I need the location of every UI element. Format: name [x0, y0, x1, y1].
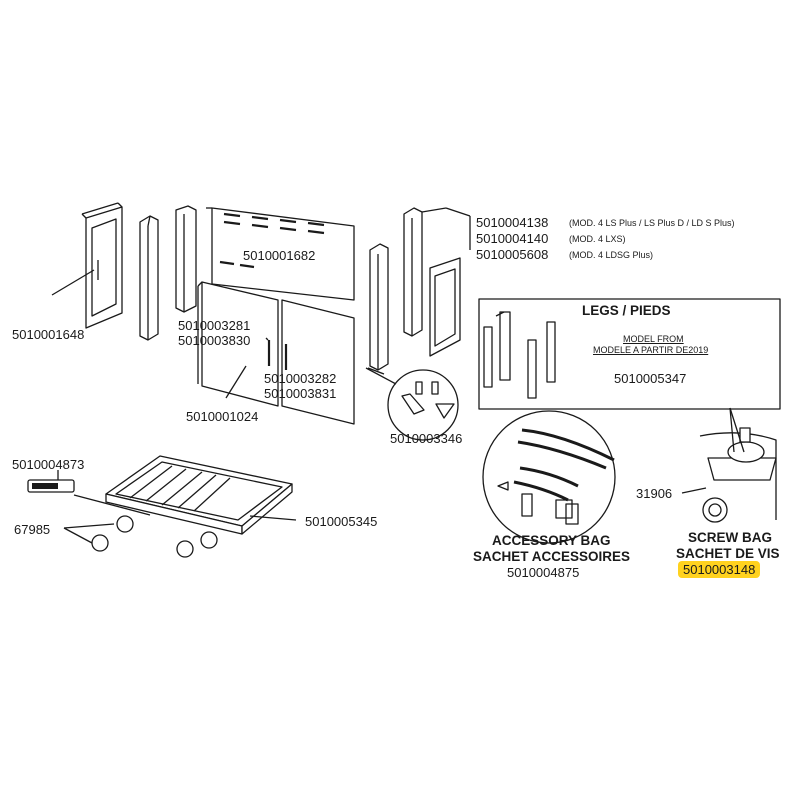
leg-note-a: (MOD. 4 LS Plus / LS Plus D / LD S Plus) [569, 218, 735, 228]
accessory-bag-part: 5010004875 [507, 565, 580, 580]
back-panel-label: 5010001682 [243, 248, 316, 263]
grill-cart-detail [681, 407, 777, 523]
door-left-label-a: 5010003281 [178, 318, 251, 333]
grill-part-label: 31906 [636, 486, 673, 501]
casters-label: 67985 [14, 522, 51, 537]
screw-bag-title-en: SCREW BAG [688, 530, 772, 545]
leg-label-c: 5010005608 [476, 247, 549, 262]
leg-note-c: (MOD. 4 LDSG Plus) [569, 250, 654, 260]
door-right-label-b: 5010003831 [264, 386, 337, 401]
legs-part-label: 5010005347 [614, 371, 687, 386]
legs-box [478, 298, 781, 410]
accessory-bag-title-fr: SACHET ACCESSOIRES [473, 549, 631, 564]
screw-bag-title-fr: SACHET DE VIS [676, 546, 780, 561]
hinge-piece [27, 470, 151, 516]
casters [63, 515, 218, 558]
leg-label-a: 5010004138 [476, 215, 549, 230]
center-left-post [175, 205, 197, 313]
leg-label-b: 5010004140 [476, 231, 549, 246]
side-panel-left [51, 202, 123, 329]
legs-box-title: LEGS / PIEDS [582, 303, 671, 318]
accessory-bag-detail [482, 410, 616, 544]
handle-label: 5010001024 [186, 409, 259, 424]
door-left-label-b: 5010003830 [178, 333, 251, 348]
rear-right-post [403, 207, 471, 337]
side-panel-right [429, 257, 461, 357]
back-panel [206, 207, 355, 301]
brackets-detail [365, 367, 459, 441]
door-right-label-a: 5010003282 [264, 371, 337, 386]
bottom-shelf [105, 455, 297, 535]
legs-model-line2: MODELE A PARTIR DE2019 [593, 345, 709, 355]
side-panel-left-label: 5010001648 [12, 327, 85, 342]
screw-bag-part-highlight: 5010003148 [678, 561, 761, 578]
hinge-piece-label: 5010004873 [12, 457, 85, 472]
bottom-shelf-label: 5010005345 [305, 514, 378, 529]
brackets-label: 5010003346 [390, 431, 463, 446]
cabinet-doors [197, 281, 355, 425]
legs-model-line1: MODEL FROM [623, 334, 684, 344]
front-right-post [367, 243, 389, 375]
left-leg-post [139, 215, 159, 341]
accessory-bag-title-en: ACCESSORY BAG [492, 533, 611, 548]
leg-note-b: (MOD. 4 LXS) [569, 234, 626, 244]
